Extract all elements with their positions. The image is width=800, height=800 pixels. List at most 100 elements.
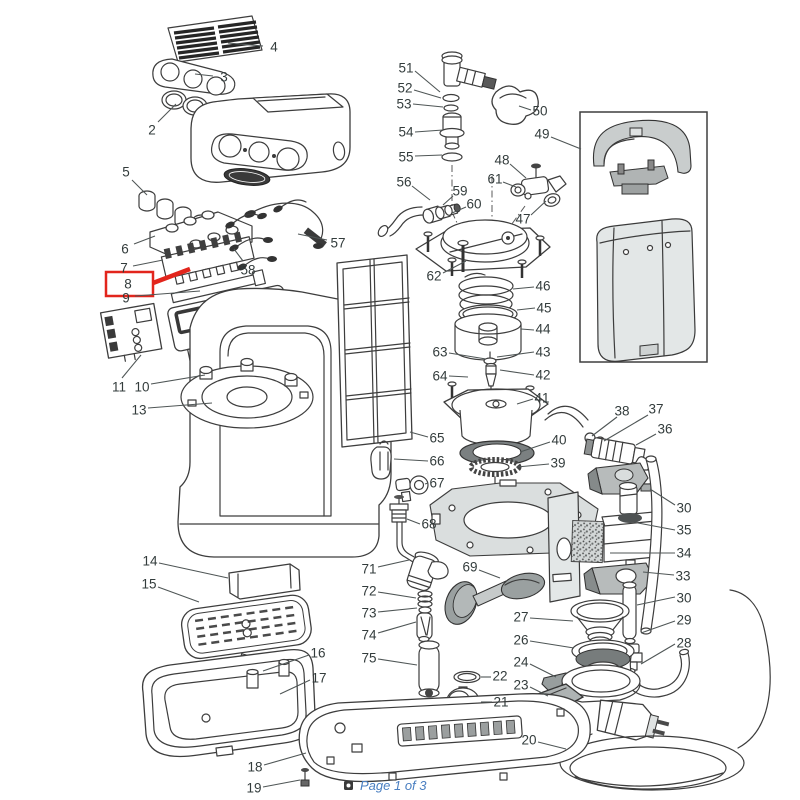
leader-line-73 xyxy=(377,607,418,613)
part-label-15[interactable]: 15 xyxy=(141,577,156,592)
part-label-37[interactable]: 37 xyxy=(648,402,663,417)
part-label-18[interactable]: 18 xyxy=(247,760,262,775)
part-label-46[interactable]: 46 xyxy=(535,279,550,294)
part-label-40[interactable]: 40 xyxy=(551,433,566,448)
steam-valve-assembly xyxy=(377,51,567,239)
part-label-51[interactable]: 51 xyxy=(398,61,413,76)
leader-line-45 xyxy=(516,307,536,311)
part-label-49[interactable]: 49 xyxy=(534,127,549,142)
part-label-53[interactable]: 53 xyxy=(396,97,411,112)
leader-line-60 xyxy=(451,206,467,214)
leader-line-35 xyxy=(637,522,676,531)
part-label-8[interactable]: 8 xyxy=(124,277,132,292)
part-label-56[interactable]: 56 xyxy=(396,175,411,190)
small-valve xyxy=(395,475,429,503)
steam-tap-body xyxy=(441,51,497,90)
part-label-20[interactable]: 20 xyxy=(521,733,536,748)
part-label-41[interactable]: 41 xyxy=(534,391,549,406)
part-label-72[interactable]: 72 xyxy=(361,584,376,599)
part-label-2[interactable]: 2 xyxy=(148,123,156,138)
part-label-50[interactable]: 50 xyxy=(532,104,547,119)
part-label-44[interactable]: 44 xyxy=(535,322,551,337)
part-label-4[interactable]: 4 xyxy=(270,40,278,55)
filter-basket-small xyxy=(570,599,630,646)
part-label-10[interactable]: 10 xyxy=(134,380,149,395)
part-label-48[interactable]: 48 xyxy=(494,153,509,168)
part-label-71[interactable]: 71 xyxy=(361,562,376,577)
part-label-17[interactable]: 17 xyxy=(311,671,326,686)
leader-line-30 xyxy=(649,488,676,506)
leader-line-63 xyxy=(448,352,487,360)
leader-line-6 xyxy=(133,235,156,245)
base-screw xyxy=(300,768,310,787)
part-label-42[interactable]: 42 xyxy=(535,368,550,383)
part-label-68[interactable]: 68 xyxy=(421,517,436,532)
part-label-6[interactable]: 6 xyxy=(121,242,129,257)
part-label-59[interactable]: 59 xyxy=(452,184,467,199)
leader-line-11 xyxy=(121,354,142,379)
part-label-61[interactable]: 61 xyxy=(487,172,502,187)
part-label-74[interactable]: 74 xyxy=(361,628,377,643)
leader-line-51 xyxy=(414,70,441,93)
part-label-22[interactable]: 22 xyxy=(492,669,507,684)
part-label-58[interactable]: 58 xyxy=(240,263,255,278)
part-label-73[interactable]: 73 xyxy=(361,606,376,621)
part-label-30[interactable]: 30 xyxy=(676,501,691,516)
part-label-64[interactable]: 64 xyxy=(432,369,448,384)
part-label-11[interactable]: 11 xyxy=(112,380,126,395)
part-label-5[interactable]: 5 xyxy=(122,165,130,180)
boiler-assembly xyxy=(415,219,551,492)
leader-line-16 xyxy=(262,654,310,672)
part-label-23[interactable]: 23 xyxy=(513,678,528,693)
leader-line-17 xyxy=(279,679,311,695)
leader-line-20 xyxy=(537,741,567,750)
part-label-45[interactable]: 45 xyxy=(536,301,551,316)
part-label-67[interactable]: 67 xyxy=(429,476,444,491)
part-label-13[interactable]: 13 xyxy=(131,403,146,418)
part-label-36[interactable]: 36 xyxy=(657,422,672,437)
leader-line-59 xyxy=(442,195,454,206)
part-label-43[interactable]: 43 xyxy=(535,345,550,360)
part-label-21[interactable]: 21 xyxy=(493,695,508,710)
wand-sleeve xyxy=(418,640,440,698)
part-label-75[interactable]: 75 xyxy=(361,651,376,666)
part-label-14[interactable]: 14 xyxy=(142,554,158,569)
part-label-54[interactable]: 54 xyxy=(398,125,414,140)
part-label-29[interactable]: 29 xyxy=(676,613,691,628)
part-label-28[interactable]: 28 xyxy=(676,636,691,651)
part-label-24[interactable]: 24 xyxy=(513,655,529,670)
part-label-55[interactable]: 55 xyxy=(398,150,413,165)
part-label-60[interactable]: 60 xyxy=(466,197,481,212)
part-label-26[interactable]: 26 xyxy=(513,633,528,648)
cup-warming-grate xyxy=(167,15,263,63)
leader-line-27 xyxy=(529,617,574,622)
part-label-30[interactable]: 30 xyxy=(676,591,691,606)
part-label-66[interactable]: 66 xyxy=(429,454,444,469)
part-label-9[interactable]: 9 xyxy=(122,291,130,306)
part-label-47[interactable]: 47 xyxy=(515,212,530,227)
power-cord xyxy=(559,589,771,791)
part-label-65[interactable]: 65 xyxy=(429,431,444,446)
upper-rubber-bracket xyxy=(587,462,649,495)
part-label-57[interactable]: 57 xyxy=(330,236,345,251)
part-label-3[interactable]: 3 xyxy=(220,70,228,85)
solenoid-valve xyxy=(544,405,653,492)
part-label-38[interactable]: 38 xyxy=(614,404,629,419)
highlight-leader-part-8 xyxy=(152,266,191,286)
part-label-52[interactable]: 52 xyxy=(397,81,412,96)
part-label-63[interactable]: 63 xyxy=(432,345,447,360)
part-label-62[interactable]: 62 xyxy=(426,269,441,284)
part-label-39[interactable]: 39 xyxy=(550,456,565,471)
part-label-34[interactable]: 34 xyxy=(676,546,692,561)
leader-line-13 xyxy=(147,402,213,409)
part-label-7[interactable]: 7 xyxy=(120,261,128,276)
part-label-33[interactable]: 33 xyxy=(675,569,690,584)
part-label-16[interactable]: 16 xyxy=(310,646,325,661)
part-label-35[interactable]: 35 xyxy=(676,523,691,538)
part-label-27[interactable]: 27 xyxy=(513,610,528,625)
part-label-69[interactable]: 69 xyxy=(462,560,477,575)
part-label-19[interactable]: 19 xyxy=(246,781,261,796)
boiler-bottom xyxy=(443,381,549,446)
